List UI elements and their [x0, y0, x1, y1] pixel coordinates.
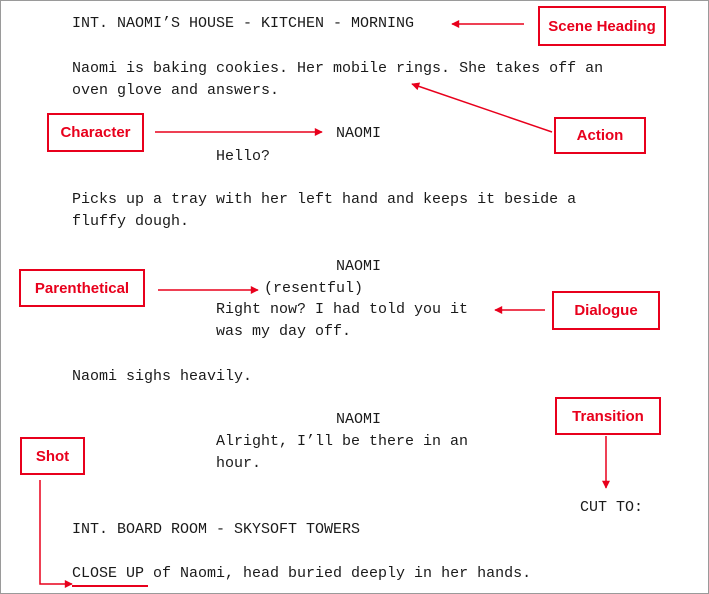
label-character: Character: [47, 113, 144, 152]
label-action: Action: [554, 117, 646, 154]
parenthetical-text: (resentful): [264, 280, 364, 297]
shot-underline: [72, 585, 148, 587]
label-transition: Transition: [555, 397, 661, 435]
action-line: Naomi is baking cookies. Her mobile ring…: [72, 60, 604, 77]
character-name: NAOMI: [336, 125, 382, 142]
label-dialogue: Dialogue: [552, 291, 660, 330]
shot-line: CLOSE UP of Naomi, head buried deeply in…: [72, 563, 531, 585]
action-arrow: [411, 82, 553, 133]
character-name: NAOMI: [336, 411, 382, 428]
dialogue-line: was my day off.: [216, 323, 352, 340]
dialogue-line: Right now? I had told you it: [216, 301, 469, 318]
shot-text: CLOSE UP: [72, 565, 145, 582]
character-name: NAOMI: [336, 258, 382, 275]
transition-text: CUT TO:: [580, 499, 644, 516]
action-line: Naomi sighs heavily.: [72, 368, 253, 385]
scene-heading-2: INT. BOARD ROOM - SKYSOFT TOWERS: [72, 521, 361, 538]
scene-heading-1: INT. NAOMI’S HOUSE - KITCHEN - MORNING: [72, 15, 415, 32]
dialogue-line: Hello?: [216, 148, 271, 165]
action-line: oven glove and answers.: [72, 82, 280, 99]
action-line: fluffy dough.: [72, 213, 190, 230]
label-shot: Shot: [20, 437, 85, 475]
shot-line-rest: of Naomi, head buried deeply in her hand…: [144, 565, 532, 582]
label-scene-heading: Scene Heading: [538, 6, 666, 46]
dialogue-line: hour.: [216, 455, 262, 472]
shot-arrow: [39, 480, 73, 588]
label-parenthetical: Parenthetical: [19, 269, 145, 307]
action-line: Picks up a tray with her left hand and k…: [72, 191, 577, 208]
dialogue-line: Alright, I’ll be there in an: [216, 433, 469, 450]
